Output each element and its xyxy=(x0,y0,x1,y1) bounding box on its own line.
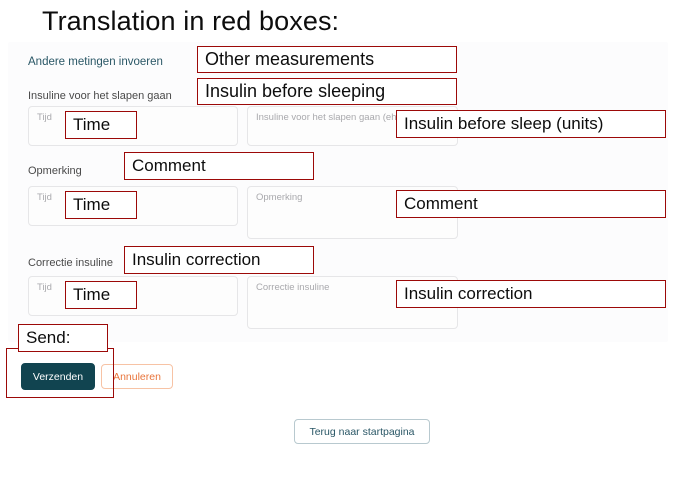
time-input-row3-placeholder: Tijd xyxy=(37,282,52,293)
value-input-row1-placeholder: Insuline voor het slapen gaan (eh) xyxy=(256,112,400,123)
annotation-insulin-correction-label: Insulin correction xyxy=(124,246,314,274)
annotation-insulin-before-sleeping: Insulin before sleeping xyxy=(197,78,457,105)
annotation-time-row3: Time xyxy=(65,281,137,309)
time-input-row1-placeholder: Tijd xyxy=(37,112,52,123)
field-label-correctie-insuline: Correctie insuline xyxy=(28,257,113,269)
value-textarea-row2[interactable]: Opmerking xyxy=(247,186,458,239)
annotation-comment-value: Comment xyxy=(396,190,666,218)
value-textarea-row3-placeholder: Correctie insuline xyxy=(256,282,330,293)
annotation-other-measurements: Other measurements xyxy=(197,46,457,73)
value-textarea-row2-placeholder: Opmerking xyxy=(256,192,303,203)
annotation-insulin-correction-value: Insulin correction xyxy=(396,280,666,308)
annotation-time-row2: Time xyxy=(65,191,137,219)
field-label-insuline-slapen: Insuline voor het slapen gaan xyxy=(28,90,172,102)
submit-button[interactable]: Verzenden xyxy=(21,363,95,390)
annotation-time-row1: Time xyxy=(65,111,137,139)
annotation-send-label: Send: xyxy=(18,324,108,352)
time-input-row1[interactable]: Tijd xyxy=(28,106,238,146)
annotation-send-button-outline xyxy=(6,348,114,398)
annotation-insulin-before-sleep-units: Insulin before sleep (units) xyxy=(396,110,666,138)
home-button[interactable]: Terug naar startpagina xyxy=(294,419,430,444)
form-panel-lower xyxy=(8,342,668,472)
section-heading-andere-metingen: Andere metingen invoeren xyxy=(28,56,163,68)
field-label-opmerking: Opmerking xyxy=(28,165,82,177)
page-title: Translation in red boxes: xyxy=(42,6,340,36)
time-input-row2-placeholder: Tijd xyxy=(37,192,52,203)
annotation-comment-label: Comment xyxy=(124,152,314,180)
